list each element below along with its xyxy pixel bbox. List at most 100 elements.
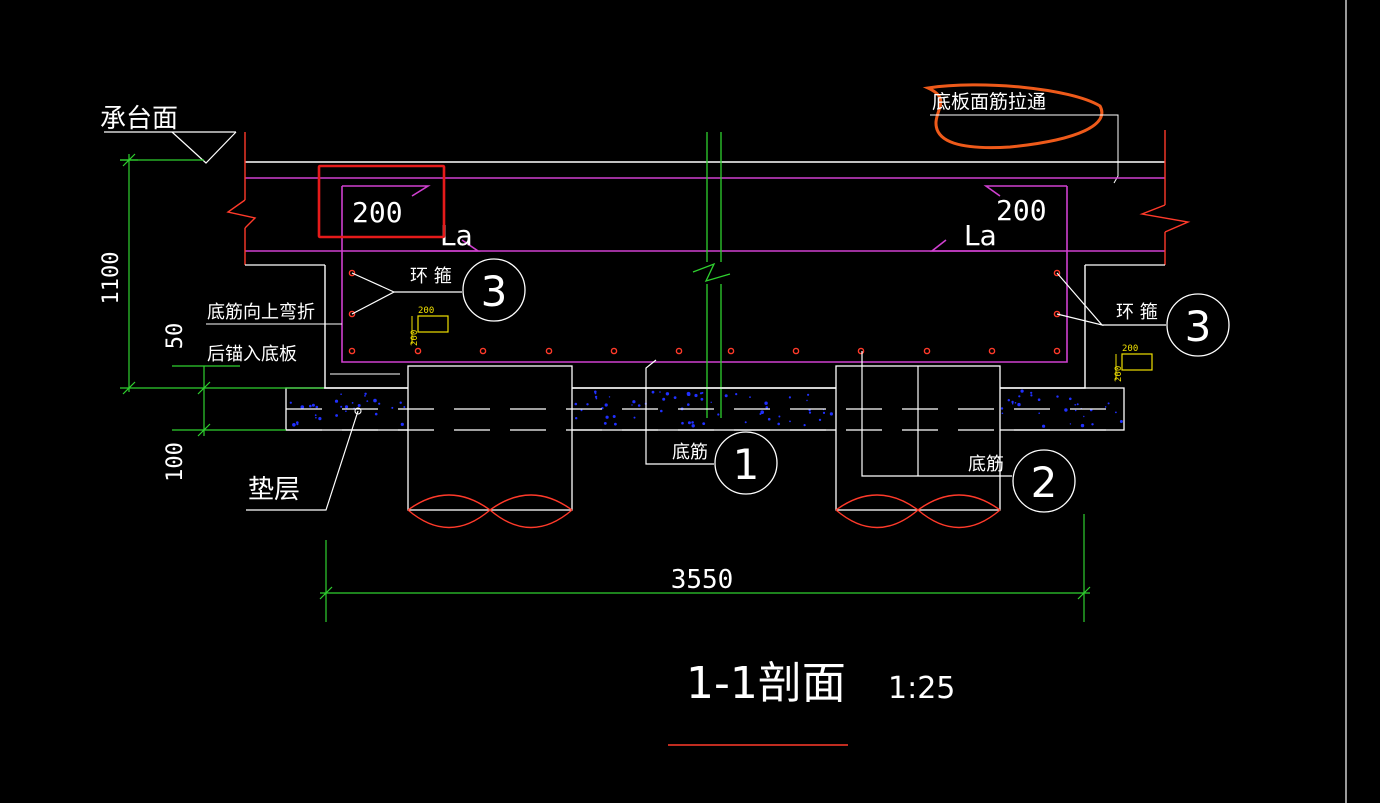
- cushion-dot: [1018, 395, 1021, 398]
- cushion-dot: [400, 422, 404, 426]
- cushion-dot: [1080, 423, 1085, 428]
- cushion-dot: [830, 413, 833, 416]
- cushion-dot: [594, 392, 597, 395]
- stirrup-left-label: 环 箍: [410, 266, 452, 287]
- cushion-dot: [1074, 404, 1076, 406]
- cushion-dot: [702, 422, 706, 425]
- cushion-dot: [717, 413, 720, 416]
- cushion-dot: [366, 400, 369, 402]
- cushion-dot: [309, 404, 312, 408]
- cushion-dot: [1091, 423, 1094, 426]
- svg-text:200: 200: [1114, 366, 1124, 382]
- cushion-dot: [334, 399, 339, 403]
- cushion-dot: [378, 402, 381, 405]
- cushion-dot: [1001, 412, 1004, 415]
- cushion-dot: [300, 405, 305, 409]
- cushion-dot: [391, 406, 394, 409]
- cushion-dot: [789, 420, 791, 423]
- cushion-dot: [296, 421, 299, 424]
- cushion-dot: [296, 423, 299, 426]
- cushion-dot: [1069, 423, 1072, 425]
- cushion-dot: [1017, 402, 1021, 407]
- cushion-dot: [803, 424, 806, 427]
- cushion-dot: [373, 398, 377, 403]
- cushion-dot: [1038, 412, 1040, 415]
- cushion-dot: [605, 415, 609, 419]
- hook-dim-right: 200: [996, 194, 1047, 227]
- cushion-dot: [1104, 406, 1107, 408]
- cushion-dot: [665, 392, 670, 396]
- cushion-dot: [351, 402, 354, 404]
- callout-circle-3-right: [1166, 293, 1230, 357]
- cushion-dot: [575, 417, 578, 420]
- dim-50: 50: [163, 323, 188, 350]
- cushion-dot: [318, 417, 322, 421]
- drawing-title: 1-1剖面: [686, 658, 846, 709]
- cushion-dot: [744, 421, 747, 424]
- cushion-dot: [580, 409, 583, 412]
- cushion-dot: [364, 392, 367, 395]
- orange-annotation-circle: [922, 83, 1104, 150]
- hook-dim-left: 200: [352, 196, 403, 229]
- dim-3550: 3550: [671, 565, 734, 595]
- cushion-dot: [335, 414, 338, 417]
- cushion-dot: [651, 390, 655, 394]
- cushion-dot: [1030, 394, 1033, 397]
- cushion-dot: [292, 423, 296, 427]
- cushion-dot: [1115, 411, 1117, 414]
- bottom-bar-2-label: 底筋: [968, 454, 1004, 475]
- callout-circle-2: [1012, 449, 1076, 513]
- la-left: La: [440, 219, 473, 252]
- bottom-bar-1-label: 底筋: [672, 442, 708, 463]
- dim-100: 100: [163, 442, 188, 482]
- cushion-dot: [822, 411, 826, 414]
- anchor-into-slab-label: 后锚入底板: [207, 344, 297, 365]
- slab-top-through-label: 底板面筋拉通: [932, 91, 1046, 113]
- highlight-box: [317, 164, 446, 239]
- cushion-dot: [1076, 403, 1079, 406]
- cushion-dot: [399, 401, 402, 404]
- cushion-dot: [594, 390, 597, 394]
- cushion-dot: [1119, 420, 1123, 423]
- tag-right: 200 200: [1114, 344, 1153, 382]
- vertical-dimension-lines: [120, 153, 324, 437]
- cushion-dot: [612, 415, 616, 418]
- cushion-dot: [1000, 407, 1004, 410]
- cushion-dot: [764, 401, 768, 405]
- cushion-dot: [759, 413, 762, 415]
- cushion-dot: [765, 406, 769, 409]
- cushion-dot: [760, 410, 764, 415]
- cushion-dot: [1014, 402, 1017, 404]
- cushion-dot: [818, 418, 822, 422]
- cushion-dot: [608, 396, 611, 398]
- cushion-dot: [603, 422, 607, 425]
- cushion-dot: [1011, 402, 1014, 405]
- cushion-dot: [604, 403, 608, 407]
- stirrup-right-label: 环 箍: [1116, 302, 1158, 323]
- svg-text:200: 200: [1122, 344, 1138, 354]
- cushion-dot: [1007, 399, 1010, 402]
- callout-2: 2: [1031, 458, 1058, 507]
- left-break-wall: [226, 132, 257, 265]
- cushion-dot: [311, 403, 315, 407]
- cushion-dot: [315, 405, 319, 409]
- cushion-dot: [681, 421, 684, 425]
- cushion-dot: [374, 412, 378, 416]
- cushion-dot: [699, 392, 703, 395]
- cushion-dot: [691, 424, 695, 428]
- callout-circle-3-left: [462, 258, 526, 322]
- la-right: La: [964, 219, 997, 252]
- cushion-dot: [631, 404, 633, 406]
- cushion-dot: [687, 403, 690, 406]
- cushion-dot: [700, 397, 704, 401]
- cushion-dot: [767, 417, 771, 421]
- cushion-dot: [1064, 408, 1068, 412]
- drawing-scale: 1:25: [888, 671, 955, 706]
- cap-surface-label: 承台面: [100, 104, 178, 134]
- cushion-dot: [710, 401, 712, 403]
- svg-text:200: 200: [410, 330, 420, 346]
- cushion-dot: [1042, 424, 1046, 428]
- cushion-dot: [808, 411, 812, 414]
- cushion-dot: [1069, 397, 1072, 401]
